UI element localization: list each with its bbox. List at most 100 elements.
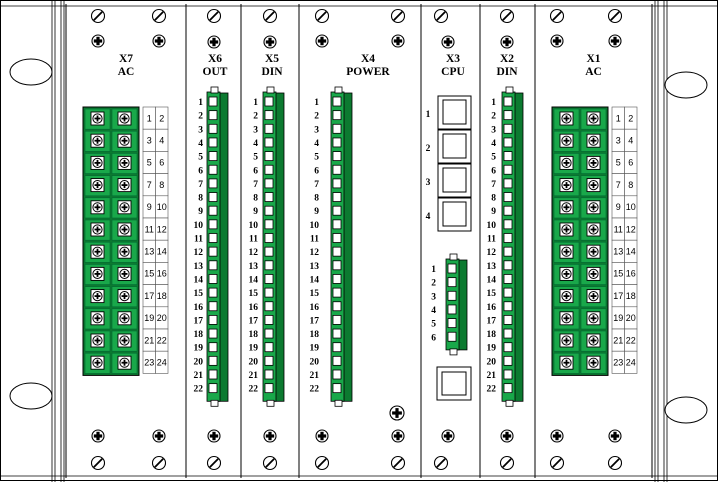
slotted-screw-icon bbox=[314, 8, 330, 24]
pin-socket bbox=[208, 205, 218, 216]
mounting-slot-icon bbox=[664, 71, 708, 99]
pin-number: 17 bbox=[194, 316, 204, 326]
screw-cross-v bbox=[555, 431, 559, 441]
pin-socket bbox=[264, 314, 274, 325]
screw-cross-v bbox=[212, 431, 216, 441]
pin-socket bbox=[503, 164, 513, 175]
phillips-screw-icon bbox=[152, 429, 166, 443]
screw-slot bbox=[209, 11, 219, 21]
pin-socket bbox=[503, 383, 513, 394]
screw-slot bbox=[610, 458, 620, 468]
pin-socket bbox=[503, 301, 513, 312]
phillips-screw-icon bbox=[207, 429, 221, 443]
pin-number: 18 bbox=[194, 330, 204, 340]
pin-socket bbox=[208, 178, 218, 189]
pin-socket bbox=[208, 260, 218, 271]
pin-socket bbox=[332, 301, 342, 312]
screw-slot bbox=[592, 159, 595, 166]
screw-slot bbox=[96, 315, 99, 322]
terminal-screw-icon bbox=[117, 311, 132, 326]
pin-socket bbox=[332, 328, 342, 339]
connector-tab bbox=[210, 86, 219, 94]
pin-socket bbox=[208, 314, 218, 325]
screw-slot bbox=[123, 137, 126, 144]
screw-slot bbox=[96, 159, 99, 166]
pin-socket bbox=[208, 301, 218, 312]
pin-number: 21 bbox=[310, 371, 320, 381]
terminal-number: 21 bbox=[144, 335, 154, 345]
screw-slot bbox=[592, 337, 595, 344]
screw-cross-v bbox=[505, 431, 509, 441]
terminal-number: 20 bbox=[626, 313, 636, 323]
pin-socket bbox=[332, 178, 342, 189]
screw-slot bbox=[317, 458, 327, 468]
pin-socket bbox=[447, 331, 457, 342]
phillips-screw-icon bbox=[263, 35, 277, 49]
pin-socket bbox=[208, 123, 218, 134]
pin-number: 15 bbox=[194, 289, 204, 299]
pin-socket bbox=[503, 287, 513, 298]
screw-cross-v bbox=[613, 431, 617, 441]
port-opening bbox=[442, 133, 467, 159]
pin-number: 14 bbox=[310, 275, 320, 285]
phillips-screw-icon bbox=[391, 34, 405, 48]
terminal-number: 21 bbox=[613, 335, 623, 345]
terminal-screw-icon bbox=[586, 333, 601, 348]
terminal-screw-icon bbox=[90, 266, 105, 281]
terminal-number: 18 bbox=[626, 291, 636, 301]
network-port-icon bbox=[437, 95, 472, 130]
phillips-screw-icon bbox=[608, 34, 622, 48]
screw-slot bbox=[123, 293, 126, 300]
screw-slot bbox=[123, 182, 126, 189]
screw-slot bbox=[592, 293, 595, 300]
pin-socket bbox=[332, 205, 342, 216]
pin-socket bbox=[264, 178, 274, 189]
port-opening bbox=[442, 201, 467, 227]
terminal-screw-icon bbox=[586, 289, 601, 304]
terminal-screw-icon bbox=[117, 155, 132, 170]
port-opening bbox=[442, 167, 467, 193]
pin-socket bbox=[503, 328, 513, 339]
pin-socket bbox=[503, 205, 513, 216]
network-port-icon bbox=[437, 129, 472, 164]
pin-socket bbox=[264, 110, 274, 121]
terminal-number: 1 bbox=[616, 113, 621, 123]
pin-number: 10 bbox=[310, 221, 320, 231]
screw-slot bbox=[592, 204, 595, 211]
terminal-number-cell bbox=[624, 350, 638, 374]
pin-number: 12 bbox=[194, 248, 204, 258]
module-id-label: X6 bbox=[208, 53, 222, 65]
screw-cross-v bbox=[96, 431, 100, 441]
terminal-screw-icon bbox=[586, 311, 601, 326]
connector-tab bbox=[266, 399, 275, 407]
screw-slot bbox=[96, 204, 99, 211]
screw-slot bbox=[552, 11, 562, 21]
pin-socket bbox=[208, 233, 218, 243]
screw-cross-v bbox=[395, 408, 399, 418]
screw-slot bbox=[565, 248, 568, 255]
pin-socket bbox=[208, 110, 218, 121]
screw-slot bbox=[123, 315, 126, 322]
screw-slot bbox=[565, 115, 568, 122]
pin-socket bbox=[447, 263, 457, 274]
pin-socket bbox=[264, 205, 274, 216]
slotted-screw-icon bbox=[151, 455, 167, 471]
screw-slot bbox=[592, 359, 595, 366]
pin-socket bbox=[264, 164, 274, 175]
square-button-icon bbox=[436, 366, 472, 401]
terminal-number: 24 bbox=[626, 358, 636, 368]
screw-cross-v bbox=[446, 431, 450, 441]
screw-slot bbox=[154, 11, 164, 21]
port-number: 4 bbox=[426, 212, 431, 222]
slotted-screw-icon bbox=[607, 455, 623, 471]
pin-number: 6 bbox=[491, 166, 496, 176]
terminal-screw-icon bbox=[586, 200, 601, 215]
pin-number: 2 bbox=[314, 112, 319, 122]
screw-slot bbox=[123, 270, 126, 277]
pin-socket bbox=[264, 192, 274, 202]
slotted-screw-icon bbox=[390, 455, 406, 471]
terminal-screw-icon bbox=[586, 222, 601, 237]
